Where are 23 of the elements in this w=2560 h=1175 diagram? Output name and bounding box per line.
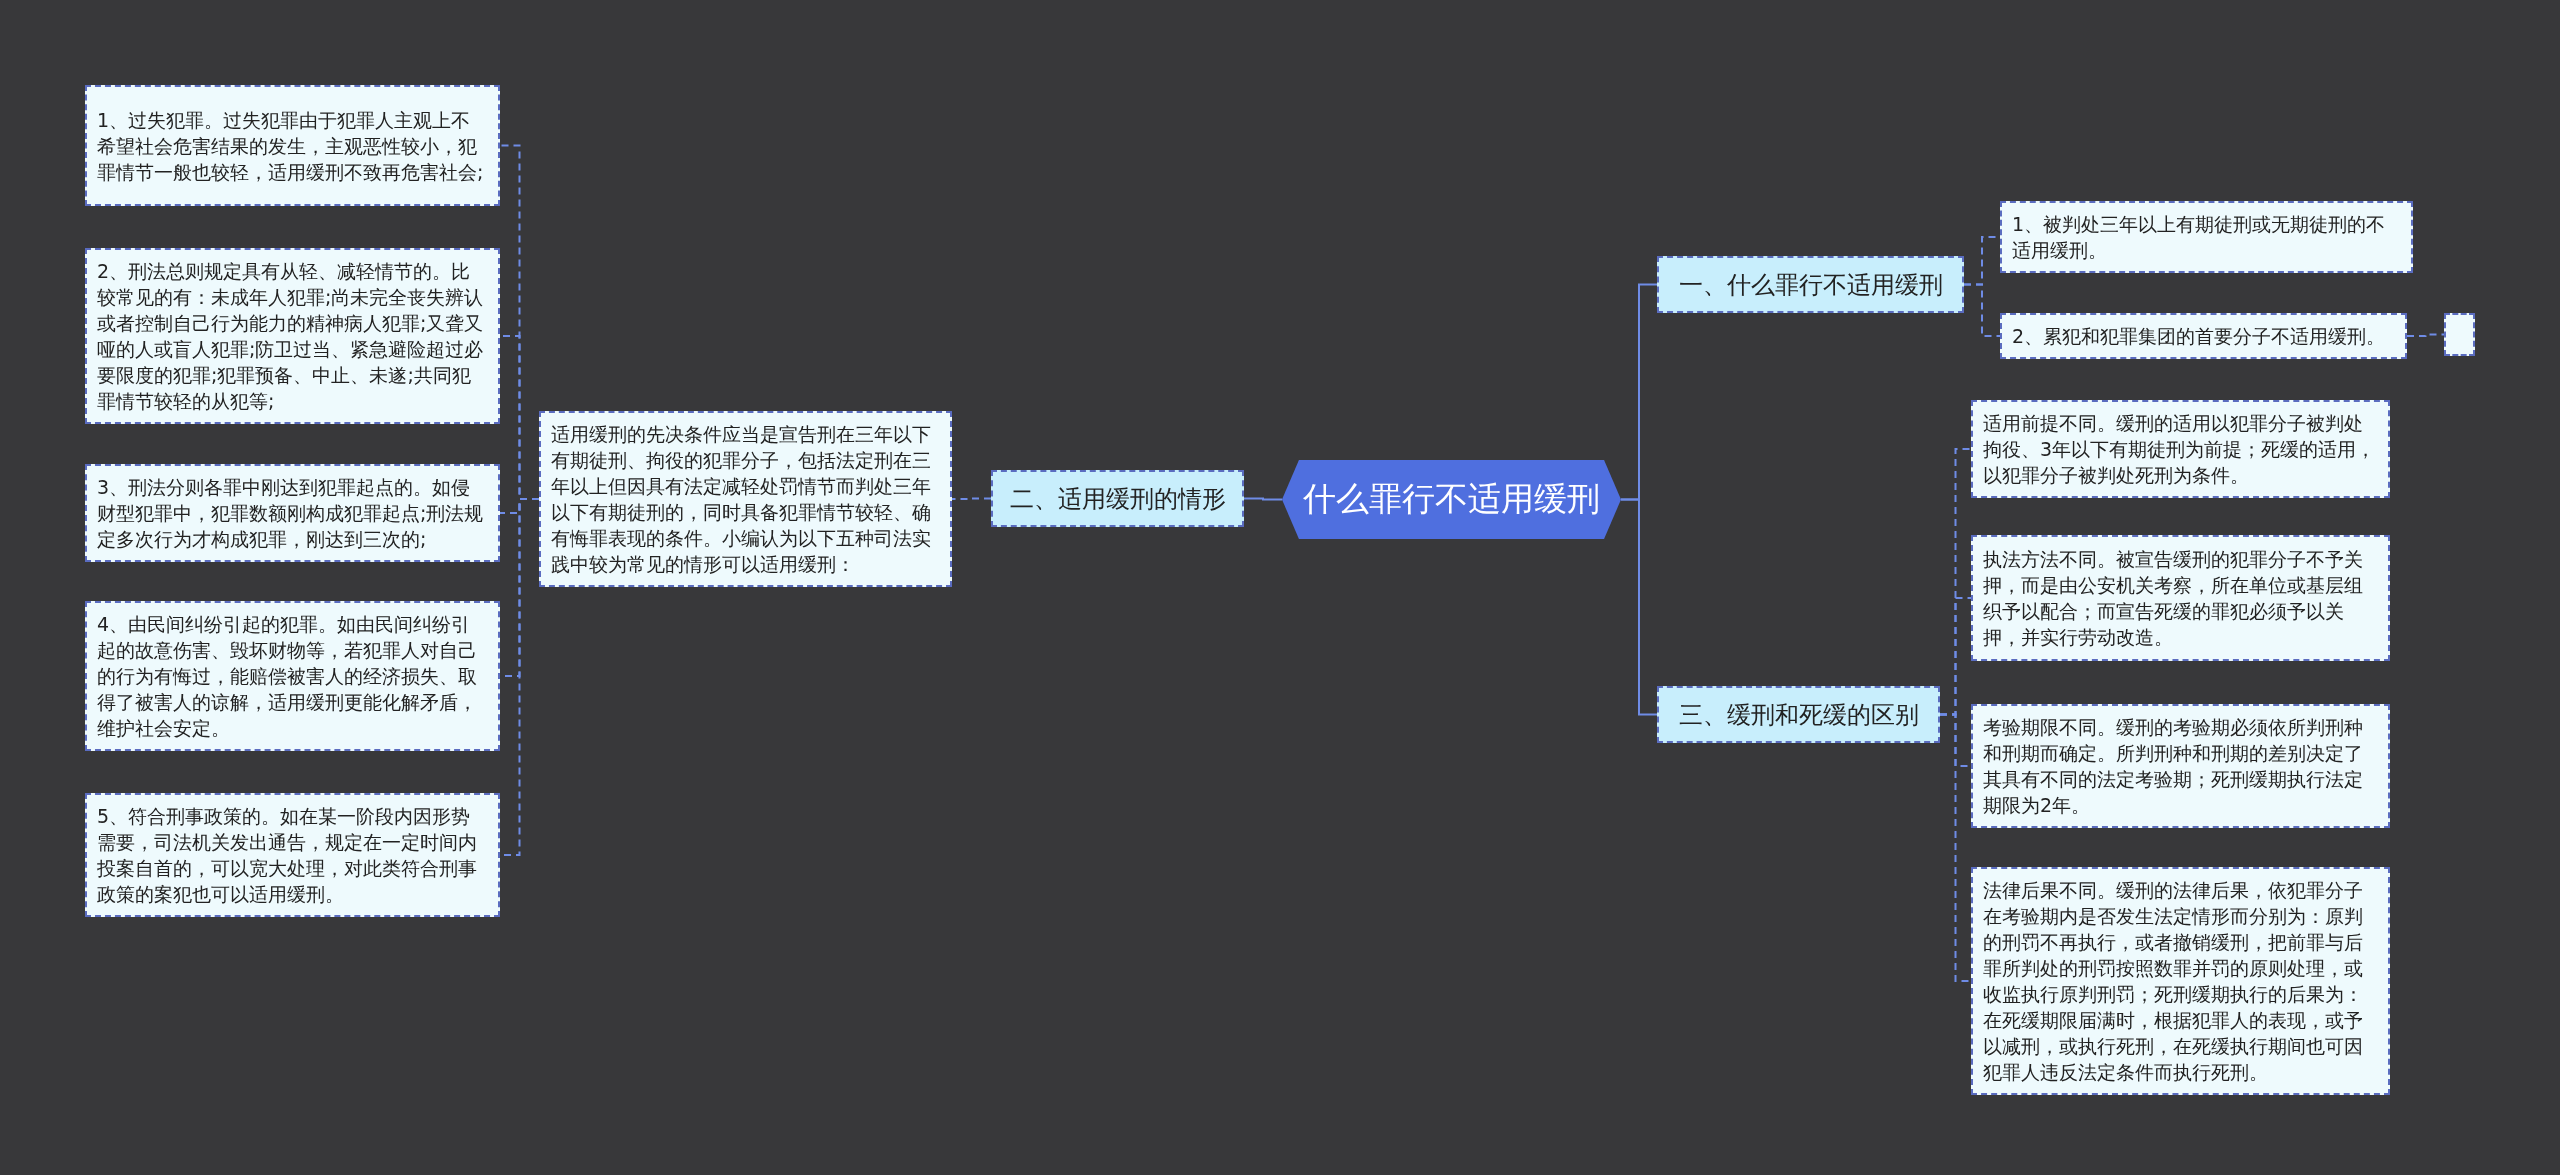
connector-line [1939,713,1972,982]
central-topic-hexagon: 什么罪行不适用缓刑 [1282,460,1621,539]
note-box: 4、由民间纠纷引起的犯罪。如由民间纠纷引起的故意伤害、毁坏财物等，若犯罪人对自己的行为有悔过，能赔偿被害人的经济损失、取得了被害人的谅解，适用缓刑更能化解矛盾，维护社会安定。 [85,601,500,751]
note-box: 执法方法不同。被宣告缓刑的犯罪分子不予关押，而是由公安机关考察，所在单位或基层组织予以配合；而宣告死缓的罪犯必须予以关押，并实行劳动改造。 [1971,535,2390,661]
empty-box [2444,313,2475,356]
connector-line [951,497,992,500]
connector-line [2406,333,2445,337]
note-box: 适用缓刑的先决条件应当是宣告刑在三年以下有期徒刑、拘役的犯罪分子，包括法定刑在三年以上但因具有法定减轻处罚情节而判处三年以下有期徒刑的，同时具备犯罪情节较轻、确有悔罪表现的条件。小编认为以下五种司法实践中较为常见的情形可以适用缓刑： [539,411,952,587]
note-box: 考验期限不同。缓刑的考验期必须依所判刑种和刑期而确定。所判刑种和刑期的差别决定了其具有不同的法定考验期；死刑缓期执行法定期限为2年。 [1971,704,2390,828]
topic-box: 三、缓刑和死缓的区别 [1657,686,1940,743]
note-box: 1、被判处三年以上有期徒刑或无期徒刑的不适用缓刑。 [2000,201,2413,273]
connector-line [1963,283,2001,337]
note-box: 1、过失犯罪。过失犯罪由于犯罪人主观上不希望社会危害结果的发生，主观恶性较小，犯罪情节一般也较轻，适用缓刑不致再危害社会; [85,85,500,206]
note-box: 2、累犯和犯罪集团的首要分子不适用缓刑。 [2000,313,2407,359]
topic-box: 二、适用缓刑的情形 [991,470,1244,527]
note-box: 5、符合刑事政策的。如在某一阶段内因形势需要，司法机关发出通告，规定在一定时间内投案自首的，可以宽大处理，对此类符合刑事政策的案犯也可以适用缓刑。 [85,793,500,917]
connector-line [1620,498,1658,716]
connector-line [1243,497,1283,501]
note-box: 法律后果不同。缓刑的法律后果，依犯罪分子在考验期内是否发生法定情形而分别为：原判的刑罚不再执行，或者撤销缓刑，把前罪与后罪所判处的刑罚按照数罪并罚的原则处理，或收监执行原判刑罚；死刑缓期执行的后果为：在死缓期限届满时，根据犯罪人的表现，或予以减刑，或执行死刑，在死缓执行期间也可因犯罪人违反法定条件而执行死刑。 [1971,867,2390,1095]
note-box: 3、刑法分则各罪中刚达到犯罪起点的。如侵财型犯罪中，犯罪数额刚构成犯罪起点;刑法规定多次行为才构成犯罪，刚达到三次的; [85,464,500,562]
topic-box: 一、什么罪行不适用缓刑 [1657,256,1964,313]
note-box: 2、刑法总则规定具有从轻、减轻情节的。比较常见的有：未成年人犯罪;尚未完全丧失辨认或者控制自己行为能力的精神病人犯罪;又聋又哑的人或盲人犯罪;防卫过当、紧急避险超过必要限度的犯罪;犯罪预备、中止、未遂;共同犯罪情节较轻的从犯等; [85,248,500,424]
note-box: 适用前提不同。缓刑的适用以犯罪分子被判处拘役、3年以下有期徒刑为前提；死缓的适用，以犯罪分子被判处死刑为条件。 [1971,400,2390,498]
